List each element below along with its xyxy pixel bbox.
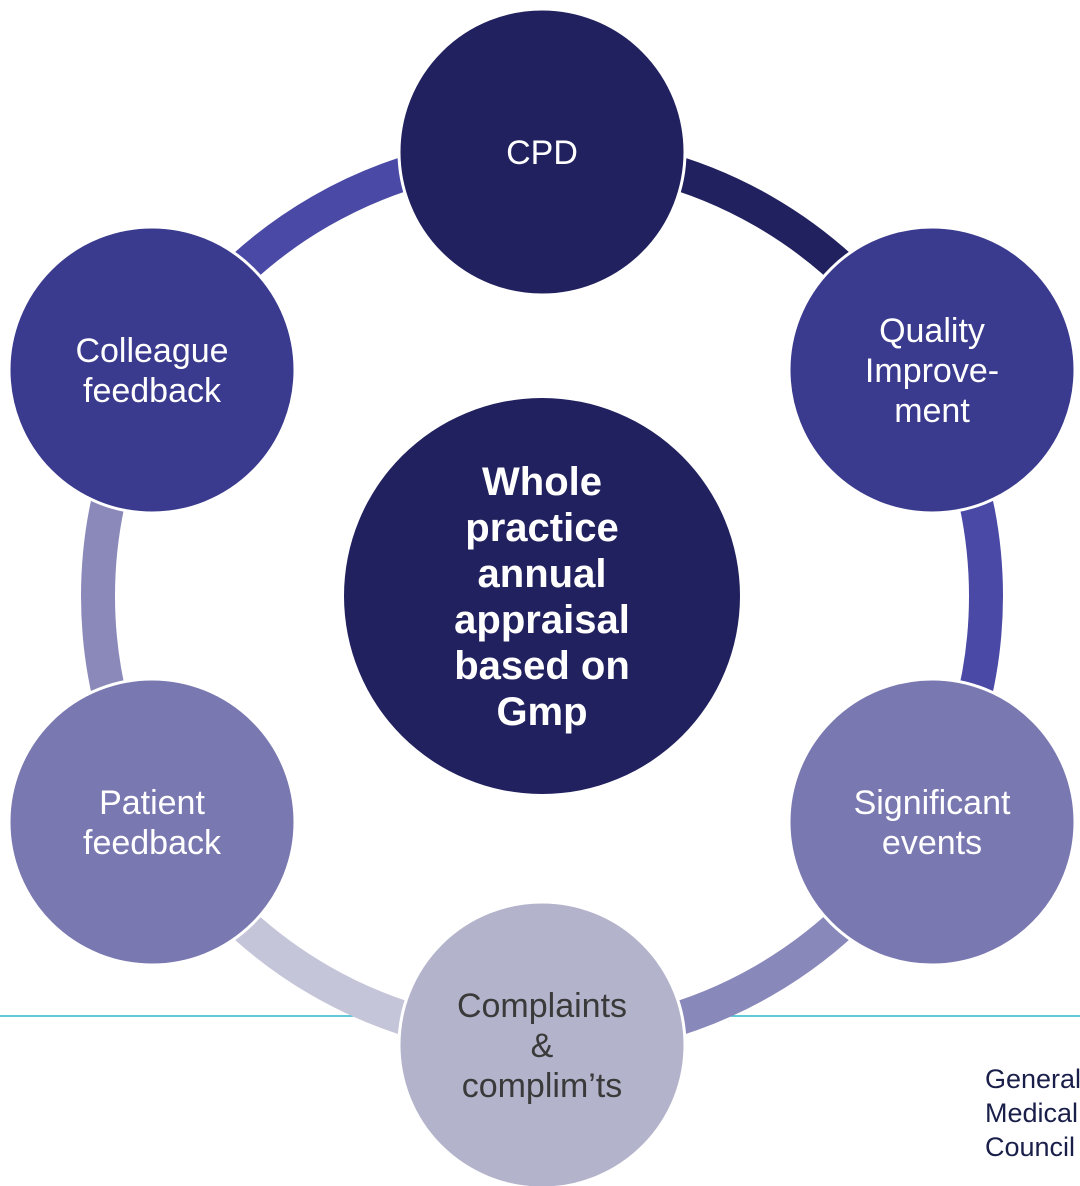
node-quality-improvement-label-line: Improve- bbox=[865, 352, 999, 390]
logo-line-medical: Medical bbox=[985, 1098, 1078, 1128]
node-complaints: Complaints&complim’ts bbox=[397, 900, 687, 1186]
logo-line-general: General bbox=[985, 1064, 1080, 1094]
gmc-logo: General Medical Council bbox=[985, 1064, 1080, 1162]
node-patient-feedback-circle bbox=[7, 677, 297, 967]
center-label-line: based on bbox=[454, 644, 630, 688]
node-patient-feedback-label-line: feedback bbox=[83, 824, 222, 862]
center-label-line: practice bbox=[465, 506, 618, 550]
node-significant-events-circle bbox=[787, 677, 1077, 967]
node-complaints-label-line: complim’ts bbox=[462, 1067, 623, 1105]
logo-line-council: Council bbox=[985, 1132, 1075, 1162]
node-colleague-feedback-circle bbox=[7, 225, 297, 515]
node-complaints-circle bbox=[397, 900, 687, 1186]
center-label-line: annual bbox=[478, 552, 607, 596]
center-label-line: Whole bbox=[482, 460, 602, 504]
center-label-line: appraisal bbox=[454, 598, 630, 642]
node-significant-events-label-line: events bbox=[882, 824, 982, 862]
center-circle bbox=[344, 398, 740, 794]
node-quality-improvement-label-line: ment bbox=[894, 392, 970, 430]
node-quality-improvement-circle bbox=[787, 225, 1077, 515]
node-complaints-label-line: & bbox=[531, 1027, 554, 1065]
node-cpd: CPD bbox=[397, 7, 687, 297]
node-cpd-label-line: CPD bbox=[506, 134, 578, 172]
node-quality-improvement-label-line: Quality bbox=[879, 312, 985, 350]
node-complaints-label: Complaints&complim’ts bbox=[457, 987, 627, 1105]
node-cpd-label: CPD bbox=[506, 134, 578, 172]
node-cpd-circle bbox=[397, 7, 687, 297]
node-significant-events-label-line: Significant bbox=[854, 784, 1011, 822]
node-patient-feedback-label-line: Patient bbox=[99, 784, 205, 822]
center-label-line: Gmp bbox=[496, 690, 587, 734]
node-colleague-feedback-label-line: Colleague bbox=[75, 332, 228, 370]
node-complaints-label-line: Complaints bbox=[457, 987, 627, 1025]
node-colleague-feedback-label-line: feedback bbox=[83, 372, 222, 410]
